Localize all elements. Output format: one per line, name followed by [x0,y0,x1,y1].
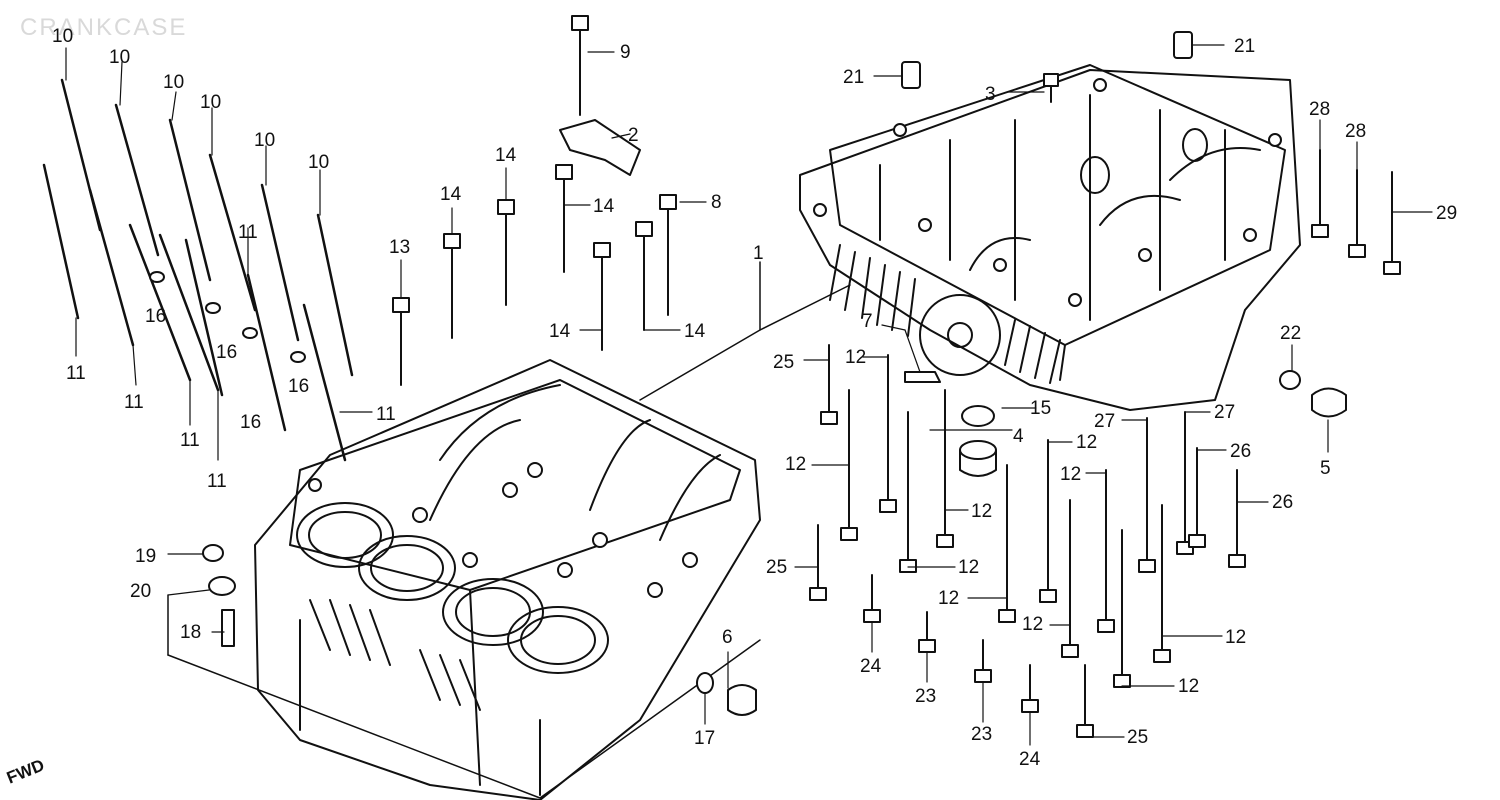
callout-25a: 25 [773,352,794,373]
callout-10b: 10 [109,47,130,68]
dowels [901,31,1193,103]
callout-26b: 26 [1272,492,1293,513]
callout-10c: 10 [163,72,184,93]
callout-11d: 11 [207,471,227,492]
callout-14a: 14 [440,184,462,205]
callout-9: 9 [620,42,631,63]
callout-10f: 10 [308,152,329,173]
callout-24b: 24 [1019,749,1041,770]
callout-24a: 24 [860,656,882,677]
callout-23b: 23 [971,724,992,745]
callout-11f: 11 [376,404,396,425]
callout-4: 4 [1013,426,1024,447]
callout-12a: 12 [845,347,866,368]
callout-12i: 12 [1225,627,1246,648]
callout-11e: 11 [238,222,258,243]
callout-25b: 25 [766,557,787,578]
callout-22: 22 [1280,323,1301,344]
callout-7: 7 [862,311,873,332]
callout-16c: 16 [240,412,261,433]
small-parts [202,370,1347,716]
callout-28a: 28 [1309,99,1330,120]
callout-16a: 16 [145,306,166,327]
callout-21a: 21 [843,67,864,88]
callout-12f: 12 [1076,432,1097,453]
callout-10e: 10 [254,130,275,151]
callout-19: 19 [135,546,156,567]
crankcase-bolts [809,149,1401,738]
callout-2: 2 [628,125,639,146]
center-bolts [392,15,677,386]
callout-13: 13 [389,237,410,258]
callout-10a: 10 [52,26,73,47]
callout-12b: 12 [785,454,806,475]
callout-25c: 25 [1127,727,1148,748]
callout-11c: 11 [180,430,200,451]
stud-bolts [42,78,354,462]
callout-10d: 10 [200,92,221,113]
callout-labels: 1 2 3 4 5 6 7 8 9 10 10 10 10 10 10 11 1… [52,26,1457,770]
callout-16b: 16 [216,342,237,363]
callout-14c: 14 [593,196,615,217]
callout-11b: 11 [124,392,144,413]
callout-11a: 11 [66,363,86,384]
callout-27a: 27 [1094,411,1115,432]
callout-12g: 12 [1060,464,1081,485]
callout-27b: 27 [1214,402,1235,423]
callout-20: 20 [130,581,151,602]
callout-12d: 12 [958,557,979,578]
callout-12e: 12 [938,588,959,609]
callout-8: 8 [711,192,722,213]
callout-14b: 14 [495,145,517,166]
callout-15: 15 [1030,398,1051,419]
callout-29: 29 [1436,203,1457,224]
callout-23a: 23 [915,686,936,707]
upper-crankcase [799,64,1301,411]
callout-1: 1 [753,243,764,264]
callout-21b: 21 [1234,36,1255,57]
callout-3: 3 [985,84,996,105]
callout-5: 5 [1320,458,1331,479]
callout-28b: 28 [1345,121,1366,142]
callout-16d: 16 [288,376,309,397]
callout-18: 18 [180,622,201,643]
callout-26a: 26 [1230,441,1251,462]
callout-14e: 14 [684,321,706,342]
callout-17: 17 [694,728,715,749]
callout-14d: 14 [549,321,571,342]
lower-crankcase [254,359,761,800]
callout-6: 6 [722,627,733,648]
callout-12h: 12 [1022,614,1043,635]
callout-12j: 12 [1178,676,1199,697]
callout-12c: 12 [971,501,992,522]
diagram-title: CRANKCASE [20,14,188,41]
dowel-rings [149,271,306,363]
